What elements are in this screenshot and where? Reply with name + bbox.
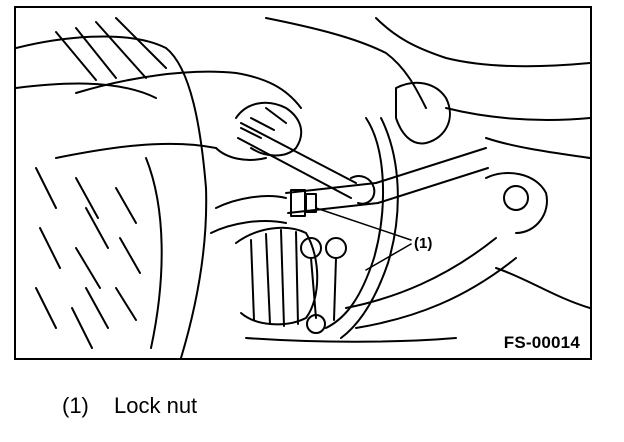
legend-item: (1) Lock nut [62, 393, 197, 419]
callout-leaders [315, 207, 412, 271]
suspension-illustration: (1) [16, 17, 590, 358]
hand-drawing [55, 70, 303, 161]
control-arm-drawing [245, 172, 590, 343]
figure-code: FS-00014 [503, 333, 580, 352]
second-arm-drawing [265, 17, 590, 159]
lock-nut-drawing [285, 147, 489, 217]
tire-drawing [16, 17, 208, 358]
illustration-frame: (1) FS-00014 [14, 6, 592, 360]
callout-label: (1) [414, 235, 432, 252]
link-drawing [210, 117, 399, 339]
boot-drawing [235, 226, 347, 334]
legend-number: (1) [62, 393, 89, 418]
legend-label: Lock nut [114, 393, 198, 418]
